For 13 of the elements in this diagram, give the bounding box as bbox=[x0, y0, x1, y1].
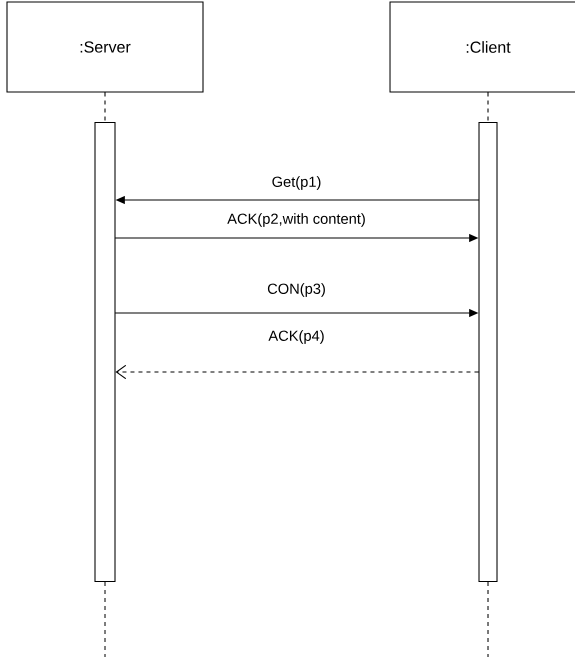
edge-label: ACK(p4) bbox=[267, 328, 326, 346]
edge-label: ACK(p2,with content) bbox=[226, 212, 368, 228]
lifeline bbox=[487, 582, 489, 657]
activation-bar bbox=[94, 122, 116, 582]
lifeline bbox=[104, 582, 106, 657]
lifeline bbox=[104, 92, 106, 122]
participant-box: :Client bbox=[389, 1, 575, 93]
activation-bar bbox=[478, 122, 498, 582]
message-arrow bbox=[116, 364, 478, 380]
participant-box: :Server bbox=[6, 1, 204, 93]
lifeline bbox=[487, 92, 489, 122]
edge-label: CON(p3) bbox=[266, 282, 328, 298]
edge-label: Get(p1) bbox=[270, 174, 323, 192]
